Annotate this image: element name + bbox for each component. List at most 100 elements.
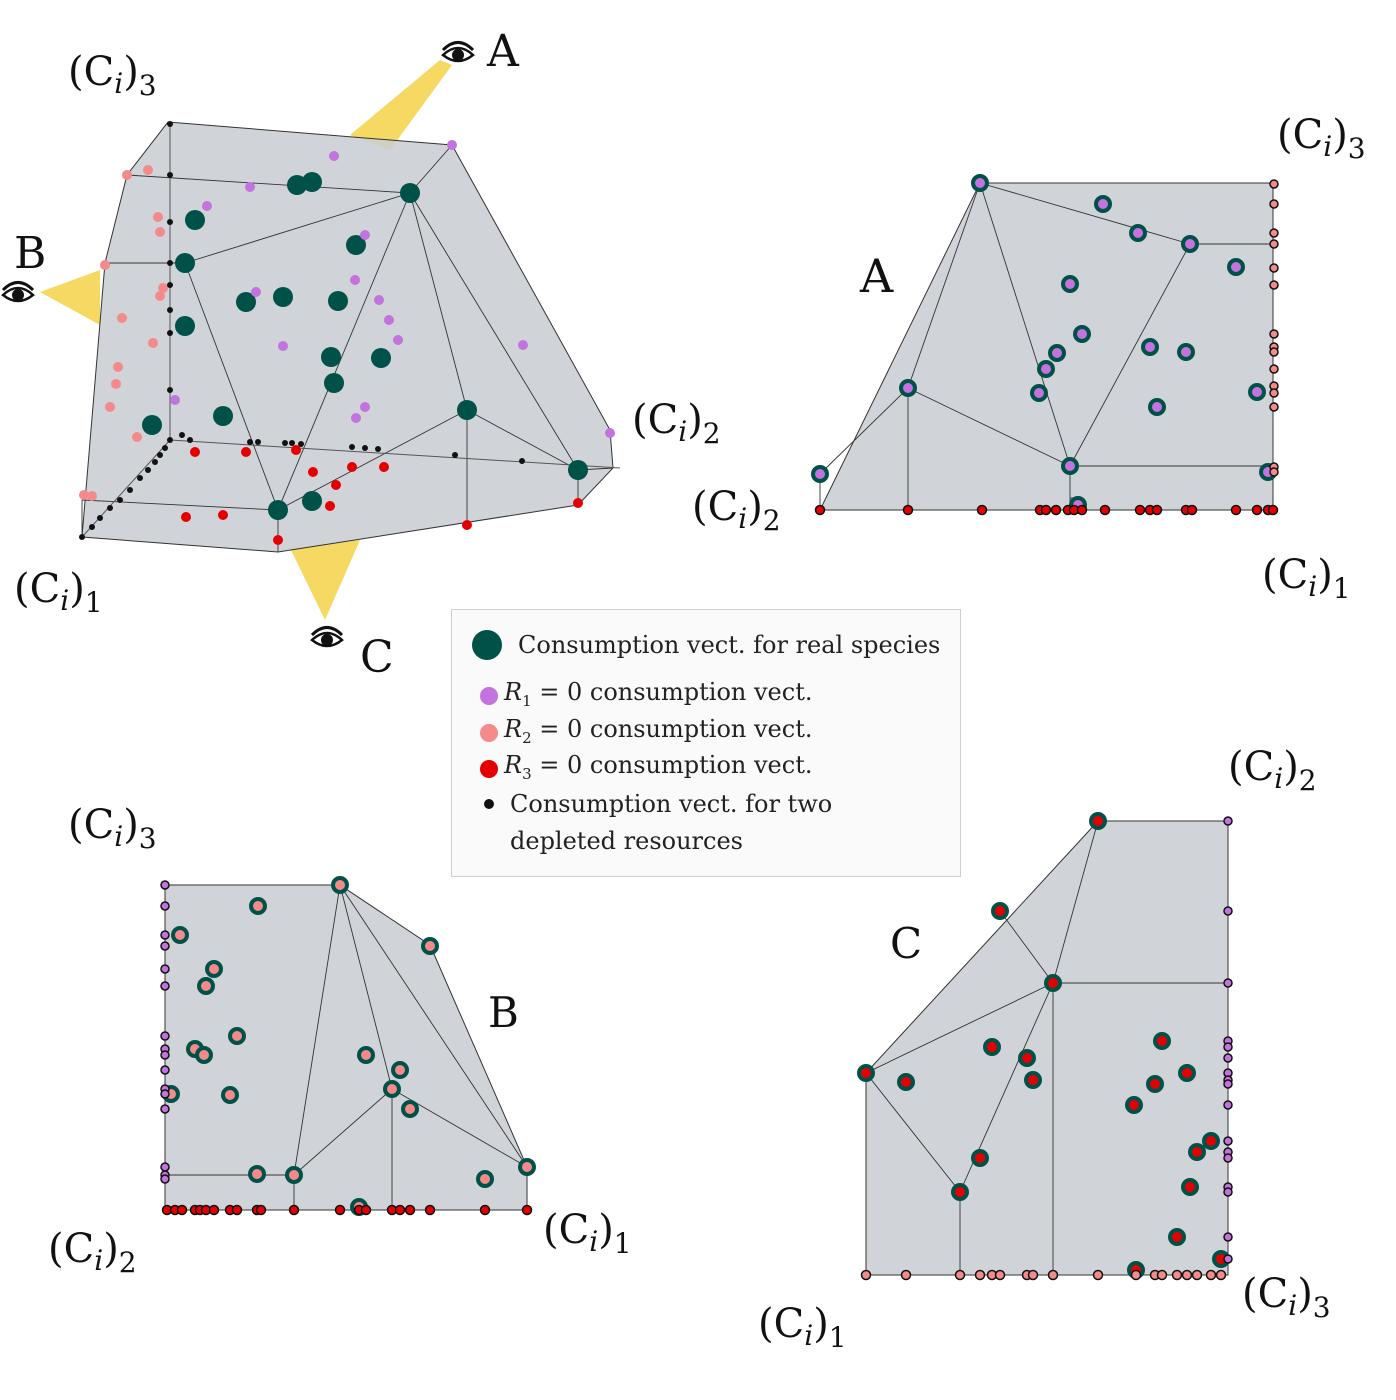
r1-depleted-point xyxy=(1223,978,1233,988)
r2-depleted-point xyxy=(155,291,165,301)
real-species-point xyxy=(175,316,195,336)
r2-depleted-point xyxy=(1215,1269,1227,1281)
axis-label-3d-c3: (Ci)3 xyxy=(68,49,157,102)
r2-depleted-point xyxy=(1047,1269,1059,1281)
panel-3d xyxy=(40,60,621,620)
r3-on-real-point xyxy=(1178,1064,1196,1082)
r1-depleted-point xyxy=(160,981,170,991)
r2-on-real-point xyxy=(476,1170,494,1188)
r1-depleted-point xyxy=(447,140,457,150)
two-depleted-point xyxy=(255,439,261,445)
r2-on-real-point xyxy=(391,1061,409,1079)
r2-depleted-point xyxy=(974,1269,986,1281)
points-3d xyxy=(79,121,615,545)
two-depleted-point xyxy=(167,121,173,127)
r3-depleted-point xyxy=(360,1204,372,1216)
r1-depleted-point xyxy=(170,395,180,405)
panel-letter-c: C xyxy=(890,919,922,968)
r2-depleted-point xyxy=(1269,388,1279,398)
r3-depleted-point xyxy=(394,1204,406,1216)
r2-depleted-point xyxy=(1269,364,1279,374)
r3-on-real-point xyxy=(857,1064,875,1082)
axis-label-3d-c1: (Ci)1 xyxy=(14,566,103,619)
r2-depleted-point xyxy=(100,260,110,270)
legend-swatch-r3 xyxy=(480,760,498,779)
r2-on-real-point xyxy=(228,1027,246,1045)
r1-on-real-point xyxy=(1094,195,1112,213)
r2-on-real-point xyxy=(331,876,349,894)
r2-depleted-point xyxy=(132,432,142,442)
r3-depleted-point xyxy=(208,1204,220,1216)
hull-b-edges xyxy=(165,884,528,1210)
two-depleted-point xyxy=(167,260,173,266)
r1-depleted-point xyxy=(160,1031,170,1041)
r2-on-real-point xyxy=(171,926,189,944)
r1-depleted-point xyxy=(160,930,170,940)
r3-on-real-point xyxy=(1089,812,1107,830)
panel-a xyxy=(811,174,1279,516)
r2-depleted-point xyxy=(954,1269,966,1281)
axis-label-c-c3: (Ci)3 xyxy=(1242,1271,1331,1324)
r2-depleted-point xyxy=(153,212,163,222)
r1-on-real-point xyxy=(1129,224,1147,242)
two-depleted-point xyxy=(289,440,295,446)
eye-icon xyxy=(441,41,475,63)
r3-on-real-point xyxy=(1024,1071,1042,1089)
panel-letter-b: B xyxy=(488,988,519,1037)
points-b xyxy=(160,876,536,1216)
r2-depleted-point xyxy=(1269,228,1279,238)
r1-depleted-point xyxy=(160,901,170,911)
r2-depleted-point xyxy=(113,362,123,372)
r2-depleted-point xyxy=(994,1269,1006,1281)
legend-row-real: Consumption vect. for real species xyxy=(472,626,940,664)
r2-depleted-point xyxy=(1027,1269,1039,1281)
r3-on-real-point xyxy=(951,1183,969,1201)
r1-depleted-point xyxy=(1223,1153,1233,1163)
r1-depleted-point xyxy=(251,287,261,297)
two-depleted-point xyxy=(167,437,173,443)
real-species-point xyxy=(142,415,162,435)
r1-depleted-point xyxy=(160,941,170,951)
real-species-point xyxy=(185,210,205,230)
hull-b xyxy=(164,884,528,1211)
r3-depleted-point xyxy=(190,447,200,457)
legend-swatch-two xyxy=(484,799,494,809)
r1-on-real-point xyxy=(1227,258,1245,276)
r1-depleted-point xyxy=(1223,1042,1233,1052)
r1-depleted-point xyxy=(1223,1100,1233,1110)
r3-depleted-point xyxy=(976,504,988,516)
two-depleted-point xyxy=(145,467,151,473)
viewer-label-b: B xyxy=(14,228,46,279)
two-depleted-point xyxy=(298,441,304,447)
r3-depleted-point xyxy=(218,510,228,520)
r3-depleted-point xyxy=(231,1204,243,1216)
legend-row-r2: R2 = 0 consumption vect. xyxy=(480,710,812,757)
axis-label-c-c2: (Ci)2 xyxy=(1228,744,1317,797)
r2-on-real-point xyxy=(383,1080,401,1098)
r3-on-real-point xyxy=(1202,1132,1220,1150)
r3-depleted-point xyxy=(1151,504,1163,516)
eye-beam-a xyxy=(350,60,452,150)
r1-depleted-point xyxy=(605,428,615,438)
r1-depleted-point xyxy=(160,1050,170,1060)
r2-on-real-point xyxy=(357,1046,375,1064)
r2-depleted-point xyxy=(900,1269,912,1281)
r1-depleted-point xyxy=(278,341,288,351)
points-c xyxy=(857,812,1233,1281)
legend-swatch-real xyxy=(472,630,502,660)
r2-depleted-point xyxy=(122,170,132,180)
r2-on-real-point xyxy=(205,960,223,978)
panel-letter-a: A xyxy=(859,249,894,303)
two-depleted-point xyxy=(167,172,173,178)
r1-depleted-point xyxy=(351,413,361,423)
axis-label-b-c3: (Ci)3 xyxy=(68,802,157,855)
r1-on-real-point xyxy=(971,174,989,192)
r3-on-real-point xyxy=(971,1149,989,1167)
real-species-point xyxy=(175,253,195,273)
two-depleted-point xyxy=(79,534,85,540)
two-depleted-point xyxy=(282,440,288,446)
r1-depleted-point xyxy=(1223,1053,1233,1063)
r3-depleted-point xyxy=(308,467,318,477)
r1-depleted-point xyxy=(1223,1187,1233,1197)
r1-on-real-point xyxy=(1048,344,1066,362)
